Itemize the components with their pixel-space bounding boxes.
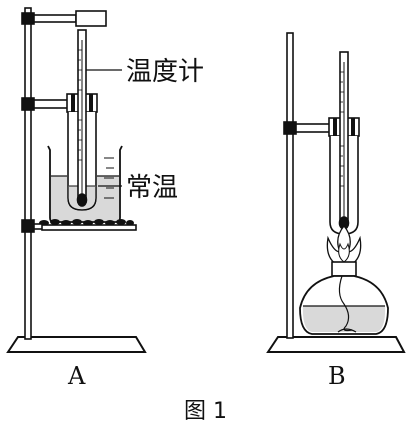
stand-base-a — [6, 336, 147, 353]
apparatus-a — [6, 7, 147, 353]
figure-caption: 图 1 — [184, 399, 227, 424]
lamp-wick-b — [338, 275, 353, 332]
stand-rod-b — [286, 32, 294, 339]
stand-base-b — [266, 336, 406, 353]
iron-ring-a — [21, 219, 137, 233]
stand-rod-a — [24, 7, 32, 340]
thermometer-bulb-a — [76, 193, 88, 207]
label-apparatus-b: B — [328, 362, 346, 390]
label-apparatus-a: A — [67, 362, 86, 390]
label-thermometer: 温度计 — [126, 57, 204, 87]
beaker-water-a — [51, 176, 119, 221]
apparatus-b — [266, 32, 406, 353]
top-clamp-a — [21, 10, 107, 27]
alcohol-lamp-b — [299, 261, 389, 335]
label-room-temperature: 常温 — [126, 173, 178, 203]
thermometer-a — [76, 29, 88, 207]
thermometer-b — [338, 51, 350, 230]
flame-b — [326, 224, 362, 269]
lamp-alcohol-level-b — [302, 306, 386, 332]
